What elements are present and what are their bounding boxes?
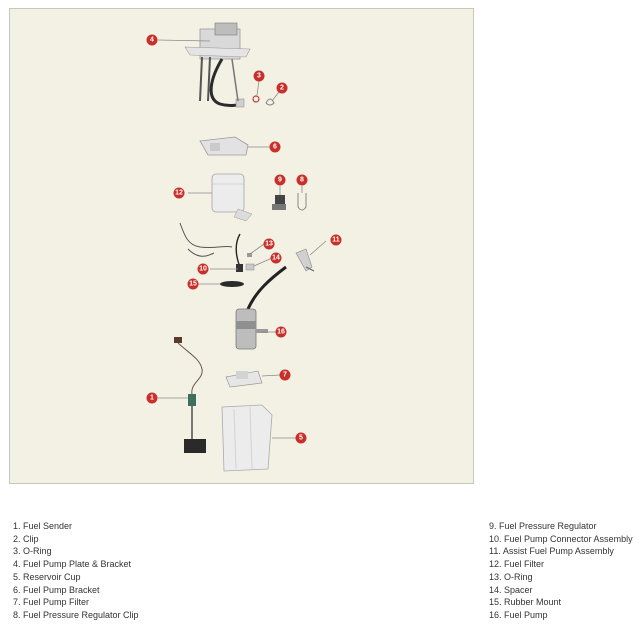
callout-12: 12 <box>173 187 185 199</box>
part-label-8: 8. Fuel Pressure Regulator Clip <box>13 609 139 620</box>
callout-9: 9 <box>274 174 286 186</box>
part-label-7: 7. Fuel Pump Filter <box>13 597 90 608</box>
part-label-10: 10. Fuel Pump Connector Assembly <box>489 533 633 544</box>
part-label-4: 4. Fuel Pump Plate & Bracket <box>13 559 132 570</box>
svg-text:13: 13 <box>265 241 273 248</box>
callout-13: 13 <box>263 238 275 250</box>
diagram-illustration: 4 3 2 6 12 9 8 13 11 10 14 15 16 1 7 5 <box>146 22 342 472</box>
svg-text:6: 6 <box>273 144 277 151</box>
exploded-parts-diagram: 4 3 2 6 12 9 8 13 11 10 14 15 16 1 7 5 <box>9 8 474 484</box>
callout-16: 16 <box>275 326 287 338</box>
leader-lines <box>157 39 327 439</box>
part-3-o-ring <box>252 95 260 103</box>
part-label-9: 9. Fuel Pressure Regulator <box>489 521 597 531</box>
svg-text:10: 10 <box>199 266 207 273</box>
callout-2: 2 <box>276 82 288 94</box>
svg-text:9: 9 <box>278 177 282 184</box>
part-13-o-ring <box>247 253 252 257</box>
svg-text:14: 14 <box>272 255 280 262</box>
part-4-fuel-pump-plate <box>184 22 251 108</box>
part-5-reservoir-cup <box>221 404 273 472</box>
callout-15: 15 <box>187 278 199 290</box>
part-15-rubber-mount <box>220 281 244 287</box>
parts-list-right: 9. Fuel Pressure Regulator 10. Fuel Pump… <box>489 520 633 622</box>
part-label-2: 2. Clip <box>13 533 39 544</box>
svg-text:12: 12 <box>175 190 183 197</box>
part-label-12: 12. Fuel Filter <box>489 559 545 570</box>
part-label-13: 13. O-Ring <box>489 571 533 582</box>
callout-1: 1 <box>146 392 158 404</box>
callout-3: 3 <box>253 70 265 82</box>
callout-5: 5 <box>295 432 307 444</box>
part-2-clip <box>265 98 275 106</box>
callout-7: 7 <box>279 369 291 381</box>
svg-text:3: 3 <box>257 73 261 80</box>
part-label-6: 6. Fuel Pump Bracket <box>13 584 100 595</box>
callout-14: 14 <box>270 252 282 264</box>
callout-6: 6 <box>269 141 281 153</box>
part-14-spacer <box>245 263 255 271</box>
part-9-pressure-regulator <box>272 195 286 210</box>
svg-text:15: 15 <box>189 281 197 288</box>
svg-text:1: 1 <box>150 395 154 402</box>
part-10-connector-assembly <box>179 222 243 272</box>
part-label-16: 16. Fuel Pump <box>489 609 548 620</box>
part-8-regulator-clip <box>297 193 307 211</box>
part-label-14: 14. Spacer <box>489 584 533 595</box>
part-label-3: 3. O-Ring <box>13 546 52 557</box>
svg-text:7: 7 <box>283 372 287 379</box>
part-6-fuel-pump-bracket <box>199 136 249 156</box>
callout-10: 10 <box>197 263 209 275</box>
callout-11: 11 <box>330 234 342 246</box>
svg-text:4: 4 <box>150 37 154 44</box>
part-7-fuel-pump-filter <box>225 370 263 388</box>
part-12-fuel-filter <box>211 173 253 222</box>
callout-8: 8 <box>296 174 308 186</box>
part-label-1: 1. Fuel Sender <box>13 521 73 531</box>
svg-text:16: 16 <box>277 329 285 336</box>
svg-text:11: 11 <box>332 237 340 244</box>
part-label-11: 11. Assist Fuel Pump Assembly <box>489 546 614 557</box>
parts-list-left: 1. Fuel Sender 2. Clip 3. O-Ring 4. Fuel… <box>13 520 139 622</box>
svg-text:8: 8 <box>300 177 304 184</box>
svg-text:5: 5 <box>299 435 303 442</box>
part-1-fuel-sender <box>174 337 206 453</box>
callout-4: 4 <box>146 34 158 46</box>
svg-text:2: 2 <box>280 85 284 92</box>
part-16-fuel-pump <box>235 265 287 350</box>
part-11-assist-fuel-pump <box>295 248 315 272</box>
part-label-15: 15. Rubber Mount <box>489 597 562 608</box>
part-label-5: 5. Reservoir Cup <box>13 571 81 582</box>
